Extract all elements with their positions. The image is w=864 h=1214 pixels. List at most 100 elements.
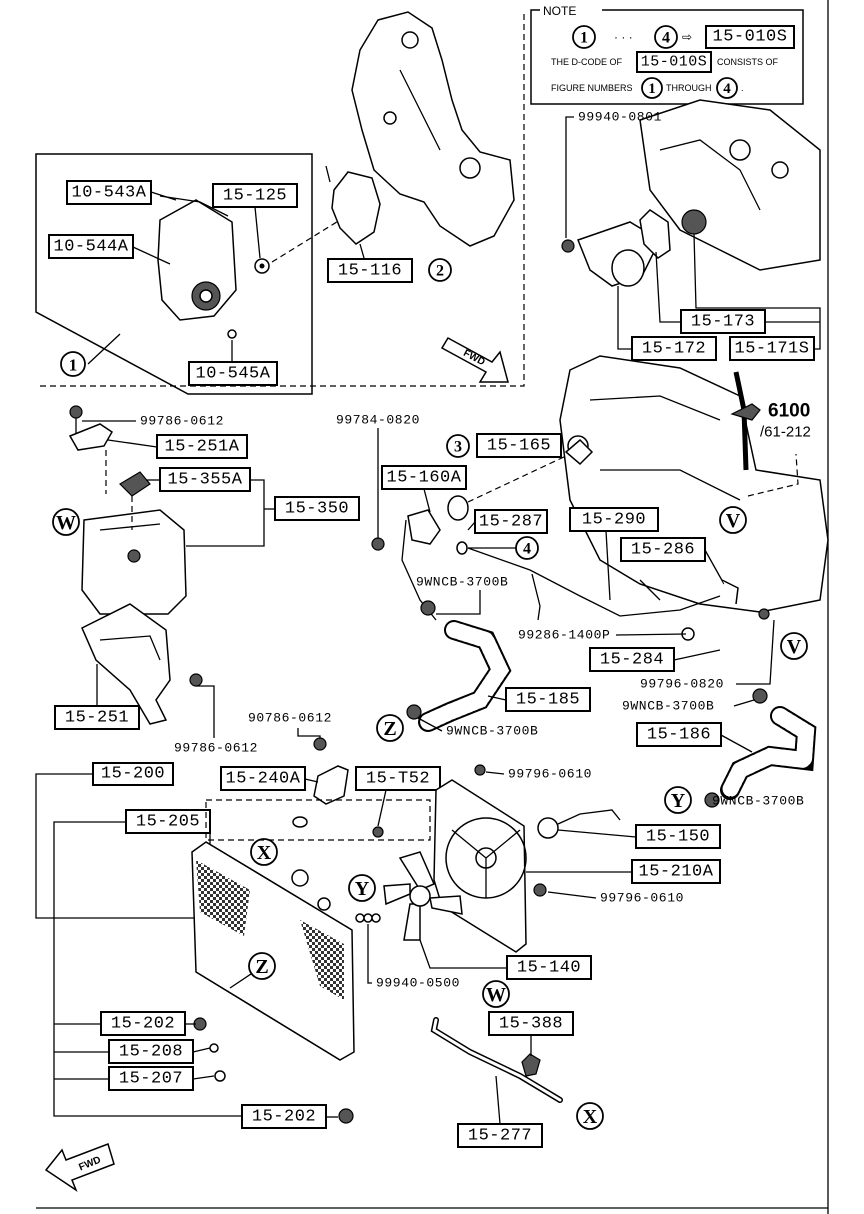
svg-text:15-208: 15-208 (119, 1043, 183, 1062)
svg-text:15-116: 15-116 (338, 262, 402, 281)
svg-text:15-277: 15-277 (468, 1127, 532, 1146)
svg-text:15-350: 15-350 (285, 500, 349, 519)
svg-text:Y: Y (671, 790, 686, 812)
svg-text:10-543A: 10-543A (72, 184, 147, 203)
svg-text:15-125: 15-125 (223, 187, 287, 206)
fwd-arrow-bottom: FWD (44, 1143, 115, 1192)
label-15-205: 15-205 (125, 809, 211, 834)
note-arrow: ⇨ (682, 30, 692, 44)
circle-W-bottom (482, 980, 510, 1008)
ref-90786-0612: 90786-0612 (248, 711, 332, 726)
svg-text:6100: 6100 (768, 401, 810, 422)
svg-text:Z: Z (383, 718, 396, 740)
label-15-T52: 15-T52 (355, 766, 441, 791)
svg-text:V: V (726, 510, 741, 532)
svg-text:15-200: 15-200 (101, 765, 165, 784)
svg-text:W: W (486, 984, 506, 1006)
label-15-172: 15-172 (631, 336, 717, 361)
overflow-hose-drawing (430, 1017, 563, 1103)
upper-hose-drawing (371, 509, 512, 732)
svg-text:15-186: 15-186 (647, 726, 711, 745)
label-15-290: 15-290 (569, 507, 659, 532)
reservoir-drawing (68, 405, 203, 725)
engine-block-drawing (559, 355, 829, 613)
radiator-bracket-drawing (313, 737, 349, 805)
water-outlet-gasket-drawing (447, 438, 594, 521)
label-15-277: 15-277 (457, 1123, 543, 1148)
svg-text:15-286: 15-286 (631, 541, 695, 560)
label-15-202-upper: 15-202 (100, 1011, 186, 1036)
note-line3-to: 4 (723, 81, 731, 97)
label-15-125: 15-125 (212, 183, 298, 208)
label-15-208: 15-208 (108, 1039, 194, 1064)
lower-hose-drawing (704, 688, 817, 808)
label-15-350: 15-350 (274, 496, 360, 521)
ref-99786-0612-bottom: 99786-0612 (174, 741, 258, 756)
svg-text:15-210A: 15-210A (639, 863, 714, 882)
svg-text:15-205: 15-205 (136, 813, 200, 832)
fwd-arrow-top: FWD (440, 336, 509, 383)
note-circle-first: 1 (580, 30, 588, 47)
label-15-173: 15-173 (680, 309, 766, 334)
svg-text:15-T52: 15-T52 (366, 770, 430, 789)
note-line3-mid: THROUGH (666, 83, 712, 93)
label-10-544A: 10-544A (48, 234, 134, 259)
svg-text:15-165: 15-165 (487, 437, 551, 456)
svg-text:15-173: 15-173 (691, 313, 755, 332)
svg-text:15-185: 15-185 (516, 691, 580, 710)
circle-2 (428, 258, 452, 282)
note-line2-pre: THE D-CODE OF (551, 57, 623, 67)
note-line2-code: 15-010S (641, 54, 708, 71)
circle-X-bottom (576, 1102, 604, 1130)
note-title: NOTE (543, 4, 576, 18)
svg-text:X: X (257, 842, 272, 864)
svg-text:W: W (56, 512, 76, 534)
thermostat-housing-drawing (561, 99, 821, 287)
svg-text:15-287: 15-287 (479, 513, 543, 532)
label-15-160A: 15-160A (381, 465, 467, 490)
circle-1 (60, 351, 86, 377)
svg-text:15-172: 15-172 (642, 340, 706, 359)
svg-text:15-388: 15-388 (499, 1015, 563, 1034)
label-15-207: 15-207 (108, 1066, 194, 1091)
note-line3-from: 1 (648, 81, 656, 97)
circle-Z-upper (376, 714, 404, 742)
circle-3 (446, 434, 470, 458)
svg-text:15-171S: 15-171S (735, 340, 810, 359)
label-15-286: 15-286 (620, 537, 706, 562)
label-15-287: 15-287 (474, 509, 548, 534)
note-line3-pre: FIGURE NUMBERS (551, 83, 633, 93)
bypass-pipe-drawing (467, 547, 770, 664)
label-15-200: 15-200 (92, 762, 174, 786)
ref-99796-0610-top: 99796-0610 (508, 767, 592, 782)
svg-text:15-207: 15-207 (119, 1070, 183, 1089)
svg-text:15-290: 15-290 (582, 511, 646, 530)
svg-text:15-202: 15-202 (252, 1108, 316, 1127)
note-circle-last: 4 (662, 30, 670, 47)
ref-99940-0801: 99940-0801 (578, 110, 662, 125)
circle-Y-right (664, 786, 692, 814)
water-pump-drawing (157, 195, 270, 339)
ref-6100-arrow: 6100 /61-212 (730, 401, 811, 441)
svg-text:4: 4 (523, 541, 531, 558)
label-15-240A: 15-240A (220, 766, 306, 791)
svg-text:Y: Y (355, 878, 370, 900)
circle-W-left (52, 508, 80, 536)
ref-99786-0612-top: 99786-0612 (140, 414, 224, 429)
label-15-140: 15-140 (506, 955, 592, 980)
svg-text:15-202: 15-202 (111, 1015, 175, 1034)
svg-text:V: V (787, 636, 802, 658)
circle-Y-radiator (348, 874, 376, 902)
label-15-186: 15-186 (636, 722, 722, 747)
svg-text:X: X (583, 1106, 598, 1128)
circle-Z-radiator (248, 952, 276, 980)
label-15-150: 15-150 (635, 824, 721, 849)
svg-text:15-140: 15-140 (517, 959, 581, 978)
label-15-251: 15-251 (54, 705, 140, 730)
svg-text:15-355A: 15-355A (168, 471, 243, 490)
circle-X-radiator (250, 838, 278, 866)
svg-text:Z: Z (255, 956, 268, 978)
label-10-545A: 10-545A (188, 361, 278, 386)
circle-V-lower (780, 632, 808, 660)
